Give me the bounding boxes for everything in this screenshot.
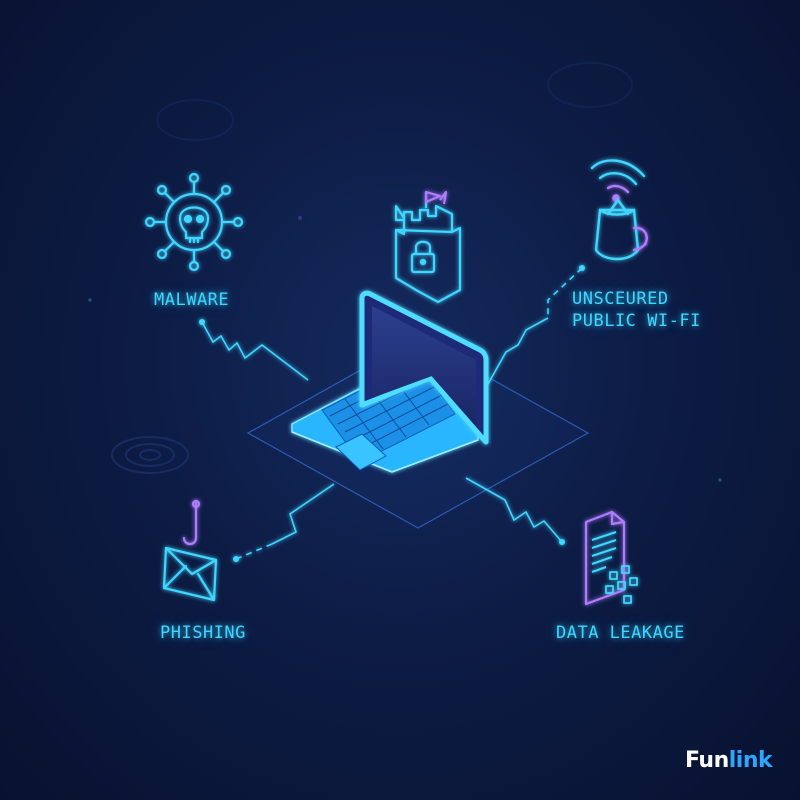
connector-lines [201, 267, 583, 560]
laptop-icon [291, 290, 489, 473]
label-data-leakage: DATA LEAKAGE [556, 623, 685, 643]
connector-dots [199, 265, 585, 562]
data-document-icon [584, 510, 638, 606]
connector-phishing-solid [271, 483, 335, 545]
label-phishing: PHISHING [160, 623, 246, 643]
brand-logo: Funlink [685, 748, 773, 773]
label-wifi-line1: UNSCEURED [572, 289, 669, 309]
connector-wifi-solid [487, 317, 549, 385]
background-decoration [88, 62, 722, 482]
label-wifi-line2: PUBLIC WI-FI [572, 311, 701, 331]
brand-part2: link [728, 748, 773, 773]
label-unsecured-public-wifi: UNSCEURED PUBLIC WI-FI [572, 288, 701, 332]
connector-leak [465, 477, 563, 543]
connector-wifi [547, 267, 583, 318]
wifi-coffee-icon [590, 159, 648, 261]
connector-phishing [235, 543, 273, 560]
label-malware: MALWARE [154, 290, 230, 310]
castle-lock-icon [394, 190, 462, 304]
connector-malware [201, 321, 309, 381]
phishing-hook-email-icon [162, 499, 218, 602]
brand-part1: Fun [685, 748, 729, 773]
virus-skull-icon [144, 172, 244, 272]
